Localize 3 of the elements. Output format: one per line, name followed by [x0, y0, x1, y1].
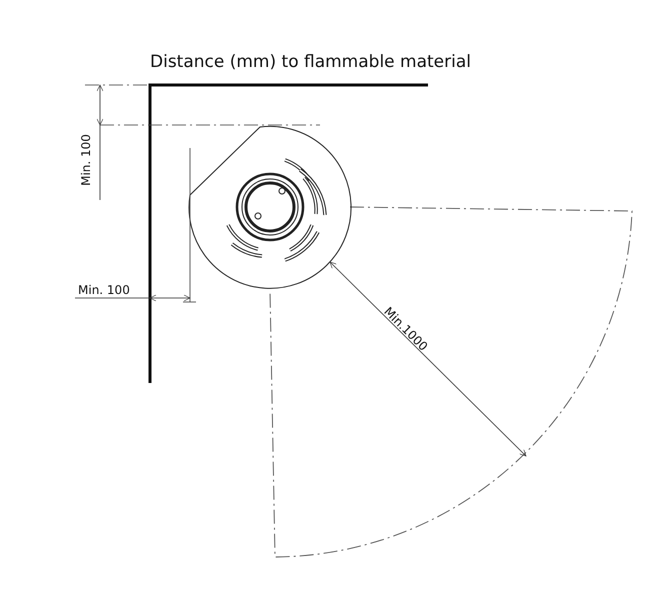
- dimension-label: Min. 100: [80, 134, 92, 186]
- diagram-title: Distance (mm) to flammable material: [150, 54, 471, 71]
- dimension-label: Min. 100: [78, 284, 130, 296]
